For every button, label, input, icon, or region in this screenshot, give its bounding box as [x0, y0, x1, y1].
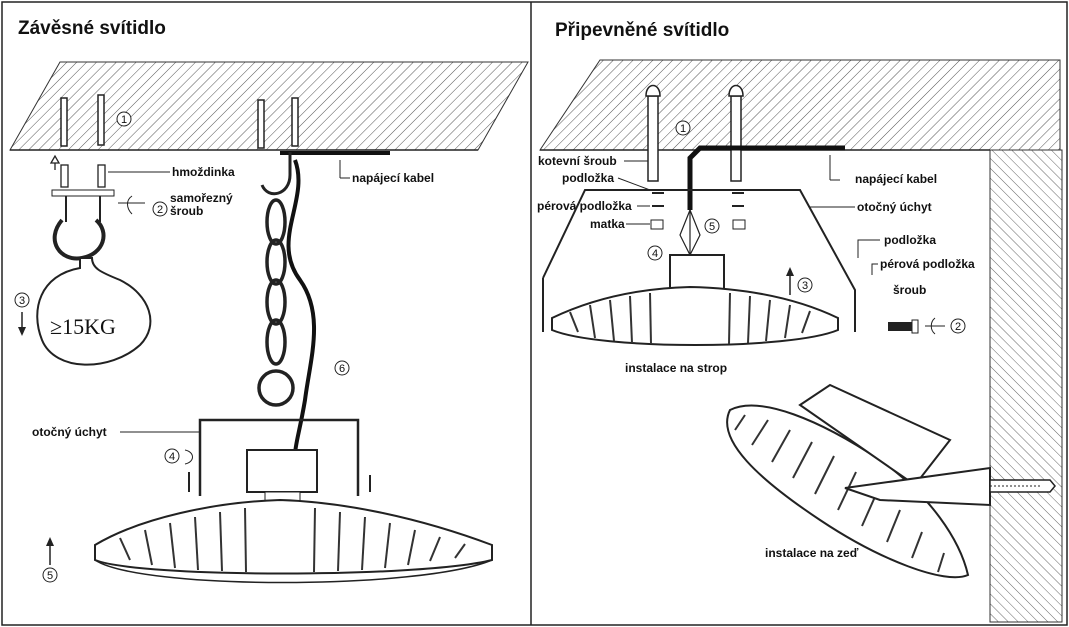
rotate-arrow [127, 195, 133, 215]
driver-box-right [669, 254, 725, 292]
dowels [49, 154, 106, 188]
label-perova-podlozka-2: pérová podložka [880, 257, 975, 271]
weight-bag [36, 257, 152, 366]
label-otocny-uchyt-right: otočný úchyt [857, 200, 932, 214]
svg-text:3: 3 [802, 280, 808, 292]
nut-right [732, 219, 746, 230]
power-cable-right [687, 145, 845, 210]
hook [52, 218, 106, 261]
label-perova-podlozka: pérová podložka [537, 199, 632, 213]
svg-text:5: 5 [709, 221, 715, 233]
label-instalace-strop: instalace na strop [625, 361, 727, 375]
label-podlozka: podložka [562, 171, 614, 185]
step-5-marker [42, 567, 58, 583]
label-sroub: šroub [170, 204, 203, 218]
label-instalace-zed: instalace na zeď [765, 546, 859, 560]
step-3-marker-right [797, 277, 813, 293]
right-panel: Připevněné svítidlo 1 napájecí kabel kot… [537, 20, 1063, 623]
step-5-marker-right [704, 218, 720, 234]
left-panel: Závěsné svítidlo 1 napájecí kabel hmoždi… [9, 18, 529, 584]
svg-text:5: 5 [47, 570, 53, 582]
lamp-fins-left [119, 507, 466, 573]
step-2-marker [152, 201, 168, 217]
svg-text:2: 2 [955, 321, 961, 333]
label-podlozka-2: podložka [884, 233, 936, 247]
label-matka: matka [590, 217, 625, 231]
svg-text:3: 3 [19, 295, 25, 307]
ceiling-slab [9, 61, 529, 151]
label-hmozdinka: hmoždinka [172, 165, 235, 179]
label-otocny-uchyt-left: otočný úchyt [32, 425, 107, 439]
step-4-marker [164, 448, 180, 464]
step-6-marker [334, 360, 350, 376]
right-panel-title: Připevněné svítidlo [555, 20, 729, 41]
label-napajeci-kabel-right: napájecí kabel [855, 172, 937, 186]
ufo-lamp-wall [726, 383, 1056, 579]
wall-bracket [798, 383, 952, 487]
mounting-plate [51, 189, 115, 197]
label-napajeci-kabel-left: napájecí kabel [352, 171, 434, 185]
step-4-marker-right [647, 245, 663, 261]
ufo-lamp-left [94, 498, 493, 575]
left-panel-title: Závěsné svítidlo [18, 18, 166, 39]
weight-label: ≥15KG [50, 314, 116, 339]
step-3-marker [14, 292, 30, 308]
svg-text:4: 4 [652, 248, 658, 260]
label-samorezny: samořezný [170, 191, 233, 205]
svg-text:2: 2 [157, 204, 163, 216]
power-cable-hanging [286, 159, 317, 456]
step-1-marker [116, 111, 132, 127]
nut-left [650, 219, 664, 230]
step-2-marker-right [950, 318, 966, 334]
anchor-bolts [645, 84, 744, 182]
step-1-number: 1 [121, 114, 127, 126]
lamp-fins-ceiling [569, 292, 811, 345]
ceiling-hook [260, 152, 292, 196]
label-sroub: šroub [893, 283, 926, 297]
svg-text:4: 4 [169, 451, 175, 463]
ceiling-slab-right [539, 59, 1061, 151]
bracket [198, 418, 360, 496]
washers [652, 192, 744, 207]
wires-fan [679, 209, 701, 256]
bracket-right [542, 189, 856, 332]
driver-box [246, 449, 318, 493]
svg-text:1: 1 [680, 123, 686, 135]
screw [888, 322, 912, 331]
svg-text:6: 6 [339, 363, 345, 375]
label-kotevni-sroub: kotevní šroub [538, 154, 617, 168]
step-1-marker-right [675, 120, 691, 136]
chain [257, 198, 295, 407]
ceiling-anchors [60, 94, 299, 149]
wall [989, 149, 1063, 623]
